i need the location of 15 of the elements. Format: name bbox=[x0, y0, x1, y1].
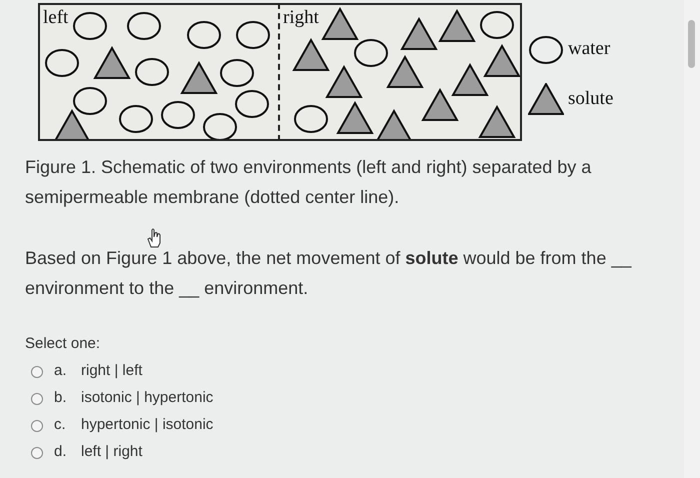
select-one-label: Select one: bbox=[25, 335, 100, 352]
figure-caption: Figure 1. Schematic of two environments (left and right) separated by a semipermeable membrane (dotted center line). bbox=[25, 156, 592, 209]
option-letter: c. bbox=[54, 416, 66, 433]
option-letter: b. bbox=[54, 389, 67, 406]
option-letter: d. bbox=[54, 443, 67, 460]
option-text: isotonic | hypertonic bbox=[81, 389, 214, 406]
compartment-label: right bbox=[283, 7, 319, 29]
legend-label: solute bbox=[568, 88, 614, 110]
option-text: right | left bbox=[81, 362, 142, 379]
option-text: hypertonic | isotonic bbox=[81, 416, 214, 433]
option-letter: a. bbox=[54, 362, 67, 379]
compartment-label: left bbox=[43, 7, 68, 29]
legend-label: water bbox=[568, 38, 610, 60]
option-text: left | right bbox=[81, 443, 142, 460]
question-text: Based on Figure 1 above, the net movement of solute would be from the __ environment to the __ environment. bbox=[25, 247, 633, 300]
